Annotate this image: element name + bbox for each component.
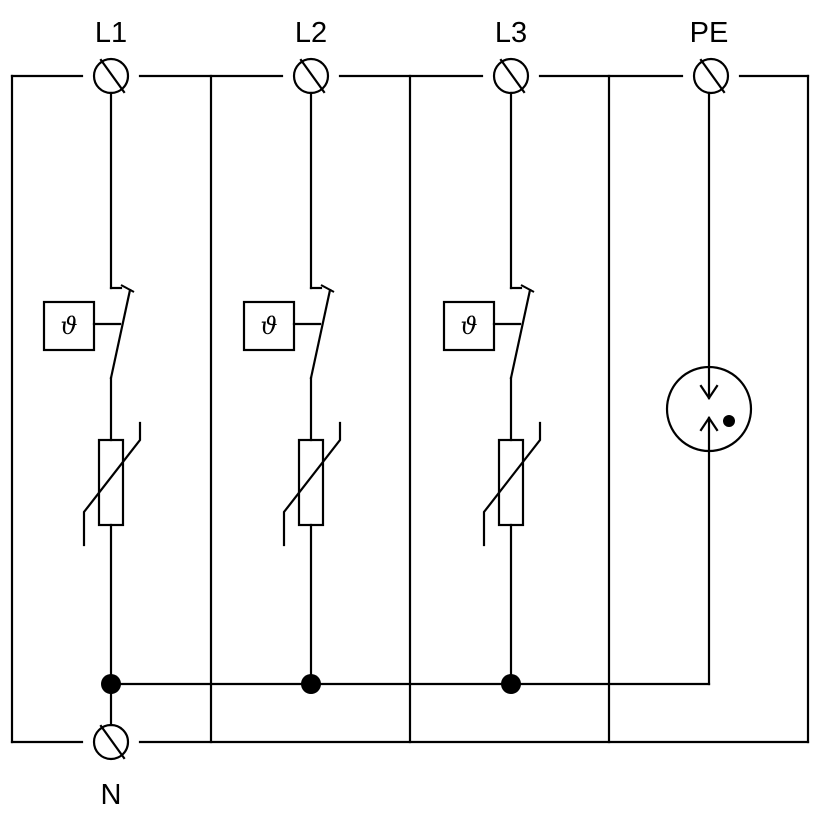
thermal-symbol-l3: ϑ [460,312,477,340]
label-n: N [101,779,122,811]
terminal-pe[interactable] [692,57,730,95]
junction-dot-l3 [501,674,521,694]
label-l1: L1 [95,17,127,49]
enclosure-dividers [10,74,810,744]
thermal-symbol-l2: ϑ [260,312,277,340]
branch-l2: ϑ [242,91,342,686]
branch-pe [665,91,753,686]
thermal-disconnector-l1: ϑ [42,300,122,352]
junction-dot-l2 [301,674,321,694]
thermal-disconnector-l2: ϑ [242,300,322,352]
gas-dot [723,415,735,427]
terminal-l1[interactable] [92,57,130,95]
terminal-n[interactable] [92,723,130,761]
label-pe: PE [690,17,729,49]
label-l3: L3 [495,17,527,49]
label-l2: L2 [295,17,327,49]
thermal-disconnector-l3: ϑ [442,300,522,352]
branch-l1: ϑ [42,91,142,686]
terminal-l2[interactable] [292,57,330,95]
branch-l3: ϑ [442,91,542,686]
terminal-l3[interactable] [492,57,530,95]
thermal-symbol-l1: ϑ [60,312,77,340]
